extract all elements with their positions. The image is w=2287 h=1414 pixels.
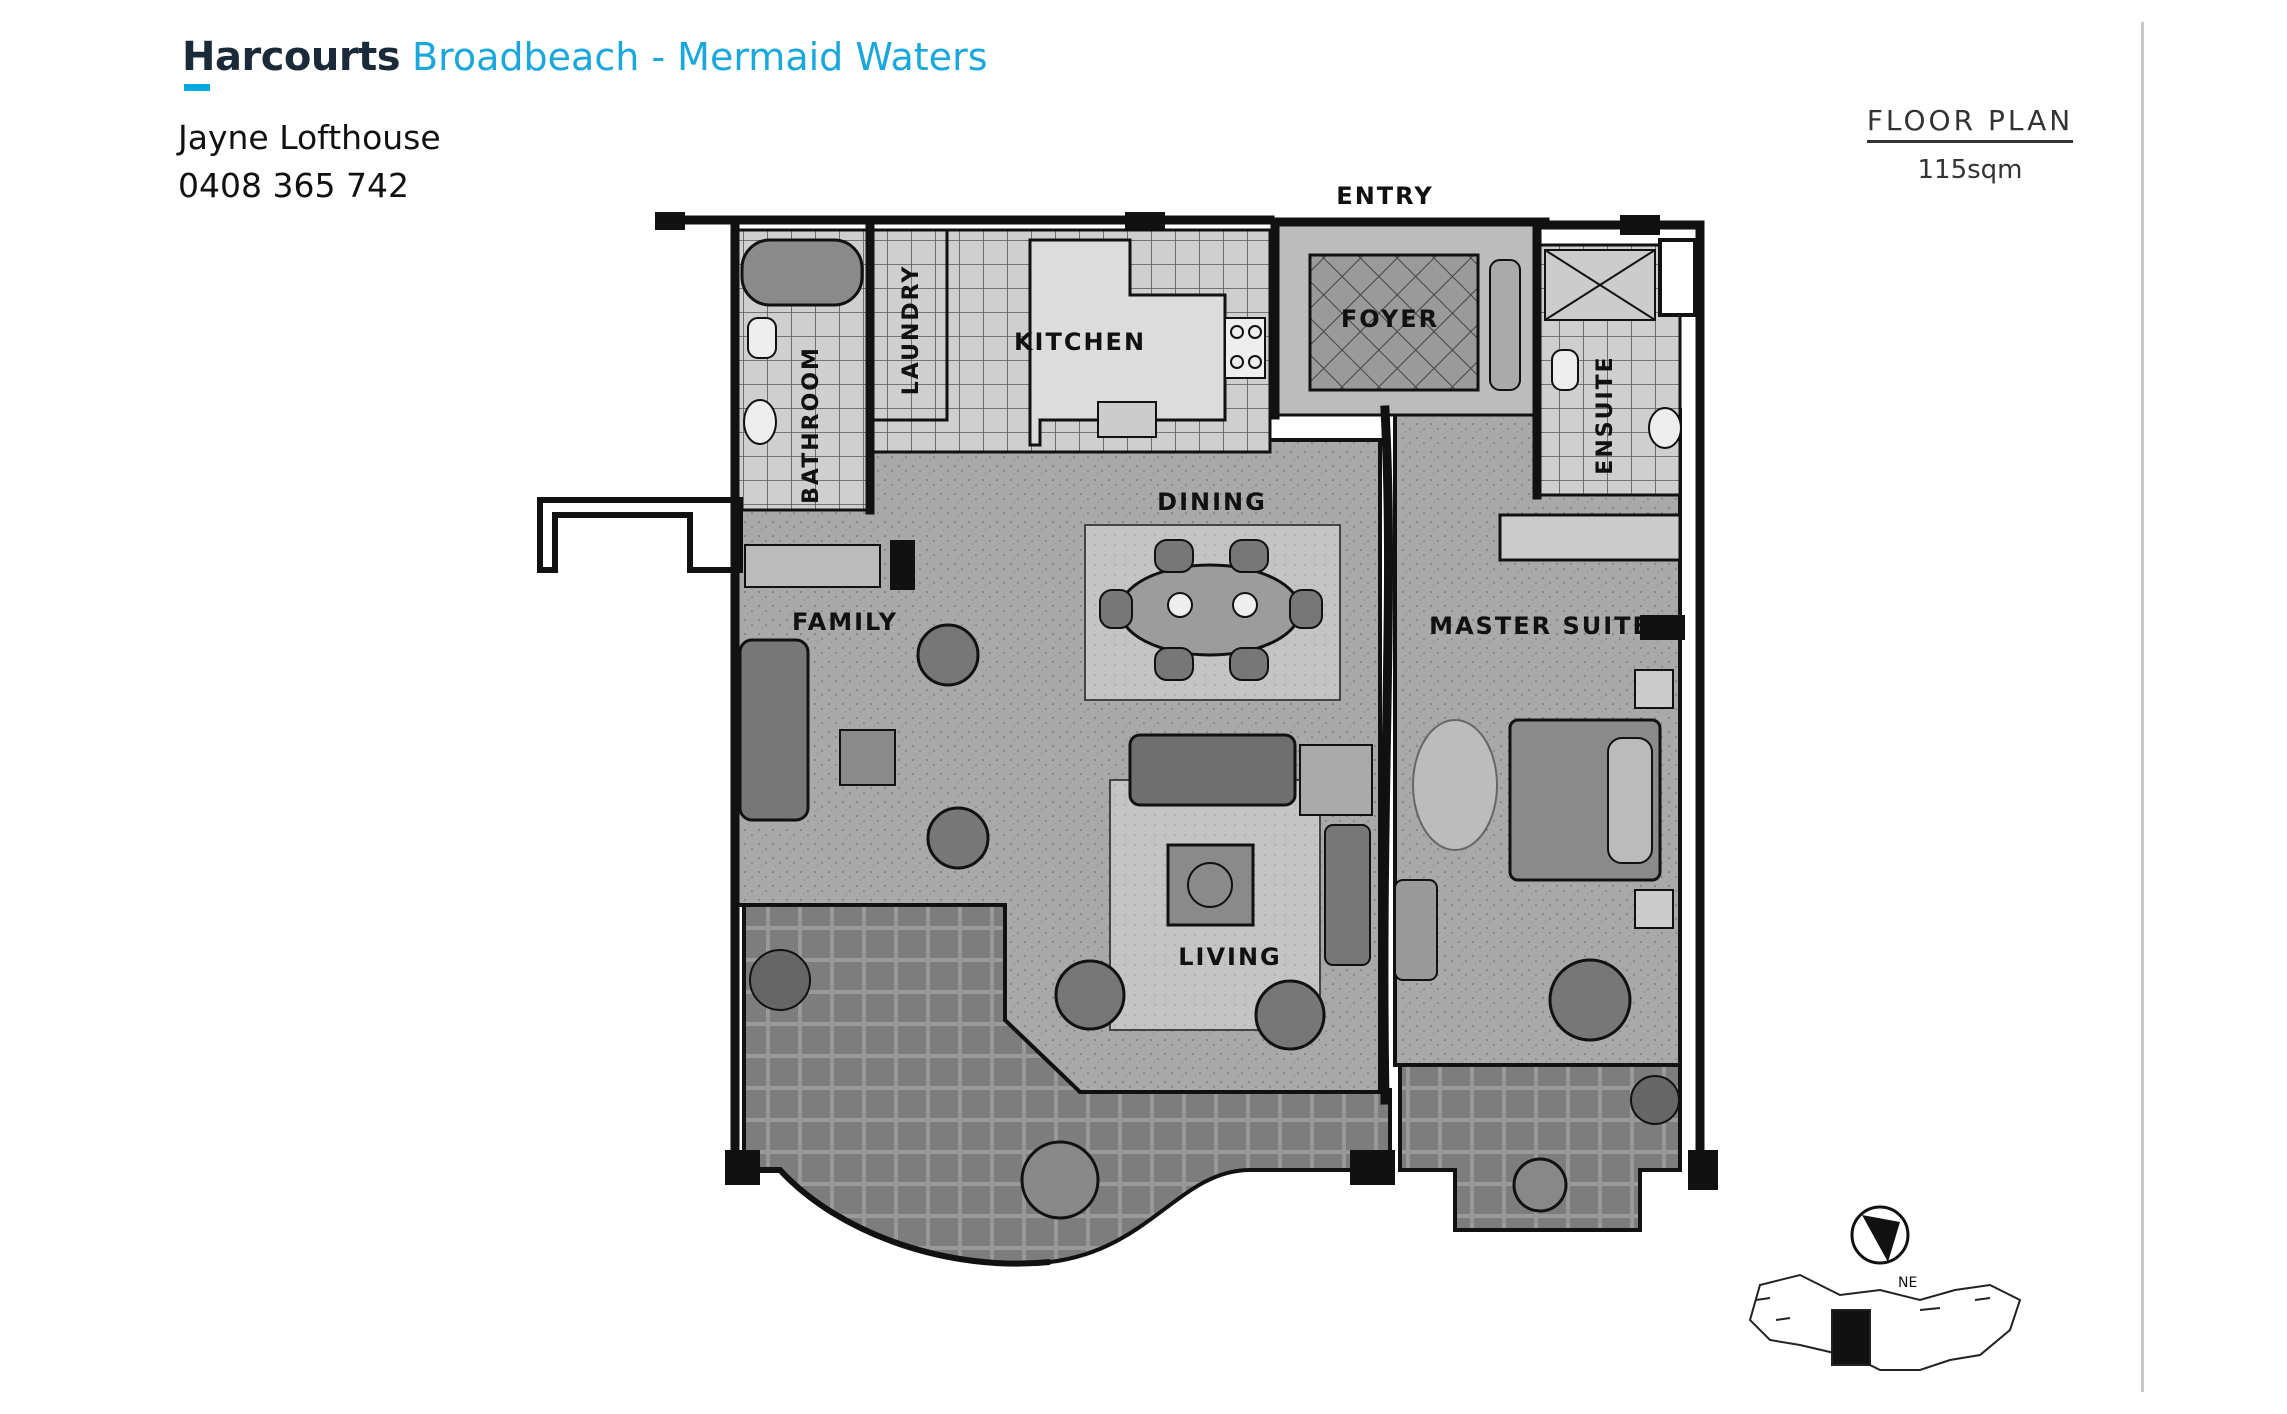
bedside-table-bottom-shape xyxy=(1634,889,1674,929)
room-label-bathroom: BATHROOM xyxy=(799,346,824,504)
balcony-plant-shape xyxy=(749,949,811,1011)
foyer-console-shape xyxy=(1489,259,1521,391)
balcony-table-shape xyxy=(1020,1140,1100,1220)
bedroom-desk-shape xyxy=(1394,879,1438,981)
plan-area: 115sqm xyxy=(1917,155,2023,185)
dining-table-shape xyxy=(1118,563,1302,657)
room-label-ensuite: ENSUITE xyxy=(1593,355,1618,474)
bed-pillows-shape xyxy=(1607,737,1653,864)
family-console-shape xyxy=(744,544,881,588)
ensuite-basin-shape xyxy=(1648,407,1682,449)
bathroom-toilet-shape xyxy=(747,317,777,359)
plan-title: FLOOR PLAN xyxy=(1866,104,2074,143)
foyer-diagonal-tiles xyxy=(1308,253,1480,392)
laundry-floor xyxy=(870,228,949,422)
tv-unit-shape xyxy=(1324,824,1371,966)
room-label-family: FAMILY xyxy=(792,608,898,636)
room-label-living: LIVING xyxy=(1178,943,1282,971)
family-armchair-bottom-shape xyxy=(926,806,990,870)
site-key-plan xyxy=(1748,1273,2022,1371)
duct-shape xyxy=(1658,238,1697,317)
bedroom-armchair-shape xyxy=(1548,958,1632,1042)
compass-label: NE xyxy=(1898,1275,1917,1291)
balcony-small-table-shape xyxy=(1512,1157,1568,1213)
dining-chairs-shape xyxy=(1099,539,1323,681)
kitchen-sink-shape xyxy=(1097,401,1157,438)
room-label-dining: DINING xyxy=(1157,488,1267,516)
agent-name: Jayne Lofthouse xyxy=(178,118,441,157)
balcony-plant-right-shape xyxy=(1630,1075,1680,1125)
room-label-entry: ENTRY xyxy=(1336,182,1433,210)
bathtub-shape xyxy=(740,238,864,307)
ensuite-toilet-shape xyxy=(1551,349,1579,391)
wall-piers xyxy=(655,212,1718,1190)
compass-icon: NE xyxy=(1850,1205,1917,1291)
room-label-laundry: LAUNDRY xyxy=(899,265,924,396)
side-table-shape xyxy=(1299,744,1373,816)
bedside-table-top-shape xyxy=(1634,669,1674,709)
agent-contact: Jayne Lofthouse 0408 365 742 xyxy=(178,114,441,210)
coffee-table-shape xyxy=(1166,843,1255,927)
living-sofa-shape xyxy=(1128,733,1297,807)
brand-logo: Harcourts xyxy=(182,34,401,80)
plan-label: FLOOR PLAN 115sqm xyxy=(1860,104,2080,185)
bathroom-basin-shape xyxy=(743,399,777,445)
exterior-walls xyxy=(655,215,1705,1190)
living-armchair-left-shape xyxy=(1054,959,1126,1031)
wardrobe-shape xyxy=(1498,513,1682,562)
office-name: Broadbeach - Mermaid Waters xyxy=(412,35,988,79)
family-coffee-table-shape xyxy=(839,729,896,786)
service-bay-shape xyxy=(537,497,743,573)
room-label-foyer: FOYER xyxy=(1341,305,1439,333)
room-label-master-suite: MASTER SUITE xyxy=(1429,612,1651,640)
scan-edge-line xyxy=(2141,22,2144,1392)
family-armchair-top-shape xyxy=(916,623,980,687)
family-sofa-shape xyxy=(738,638,810,822)
room-label-kitchen: KITCHEN xyxy=(1014,328,1146,356)
balcony-left xyxy=(742,903,1392,1267)
kitchen-bench xyxy=(1028,238,1227,447)
living-armchair-right-shape xyxy=(1254,979,1326,1051)
bedroom-rug-shape xyxy=(1412,719,1498,851)
brand-underline-mark xyxy=(184,84,210,91)
agent-phone: 0408 365 742 xyxy=(178,166,409,205)
